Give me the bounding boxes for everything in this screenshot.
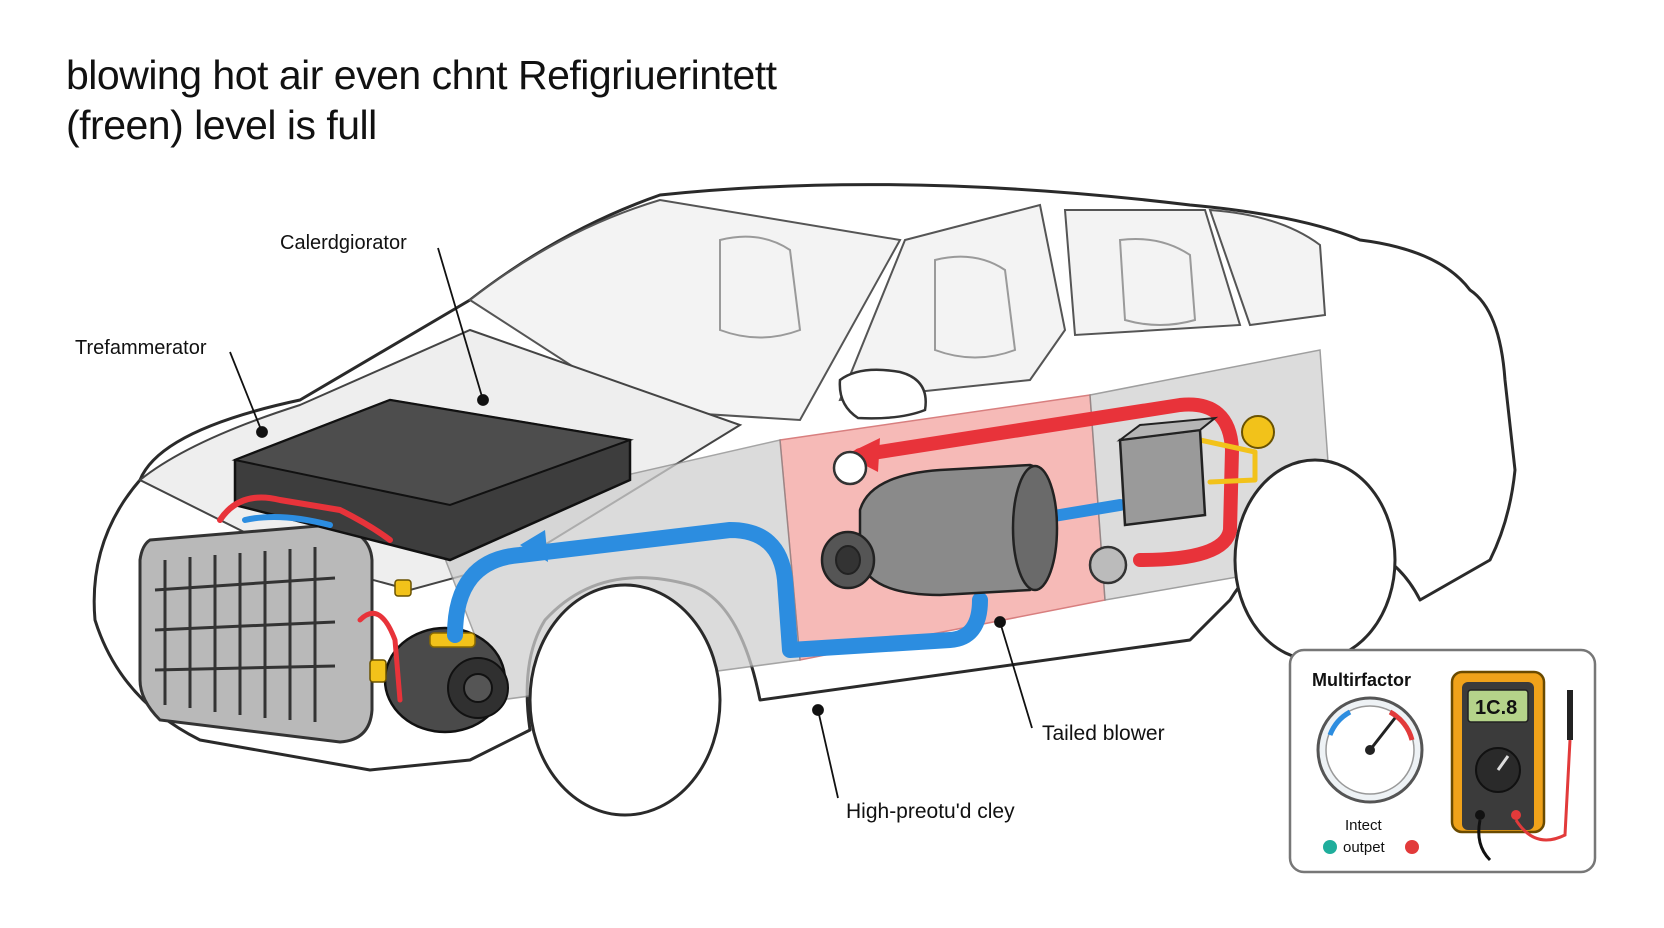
meter-display: 1C.8	[1475, 697, 1517, 719]
cold-arrow	[520, 530, 548, 562]
compressor	[383, 626, 509, 734]
refrigerant-lines	[217, 397, 1258, 703]
output-dot	[1405, 840, 1419, 854]
front-wheel	[528, 583, 722, 817]
hot-line	[853, 397, 1239, 567]
actuator-box	[1116, 416, 1219, 527]
side-mirror	[838, 368, 927, 420]
title-line-1: blowing hot air even chnt Refigriuerinte…	[66, 52, 777, 98]
title-line-2: (freen) level is full	[66, 102, 377, 148]
hot-line-engine	[217, 494, 393, 543]
wheels	[528, 458, 1397, 817]
engine-top-box	[231, 398, 634, 562]
probe-leads	[1477, 690, 1573, 862]
cold-line	[447, 522, 988, 658]
label-left-component: Trefammerator	[75, 337, 207, 359]
cold-line-engine	[242, 513, 333, 528]
fittings	[369, 415, 1275, 683]
label-high-pressure: High-preotu'd cley	[846, 800, 1015, 823]
leader-lines	[229, 247, 1033, 799]
radiator-grille	[138, 523, 374, 744]
yellow-line	[1197, 437, 1258, 485]
blower-motor	[820, 463, 1059, 597]
hot-arrow	[845, 438, 880, 472]
meter-panel: Multirfactor 1C.8 Intect	[1288, 648, 1597, 874]
pressure-gauge	[1316, 696, 1424, 804]
input-dot	[1323, 840, 1337, 854]
diagram-title: blowing hot air even chnt Refigriuerinte…	[66, 50, 777, 150]
rear-wheel	[1233, 458, 1397, 662]
label-top-component: Calerdgiorator	[280, 232, 407, 254]
meter-panel-title: Multirfactor	[1312, 670, 1411, 690]
label-blower: Tailed blower	[1042, 722, 1165, 745]
digital-multimeter: 1C.8	[1450, 670, 1546, 834]
hot-line-radiator	[357, 610, 403, 703]
legend-line-1: Intect	[1345, 817, 1383, 834]
seats	[719, 235, 1197, 359]
legend-line-2: outpet	[1343, 839, 1386, 856]
